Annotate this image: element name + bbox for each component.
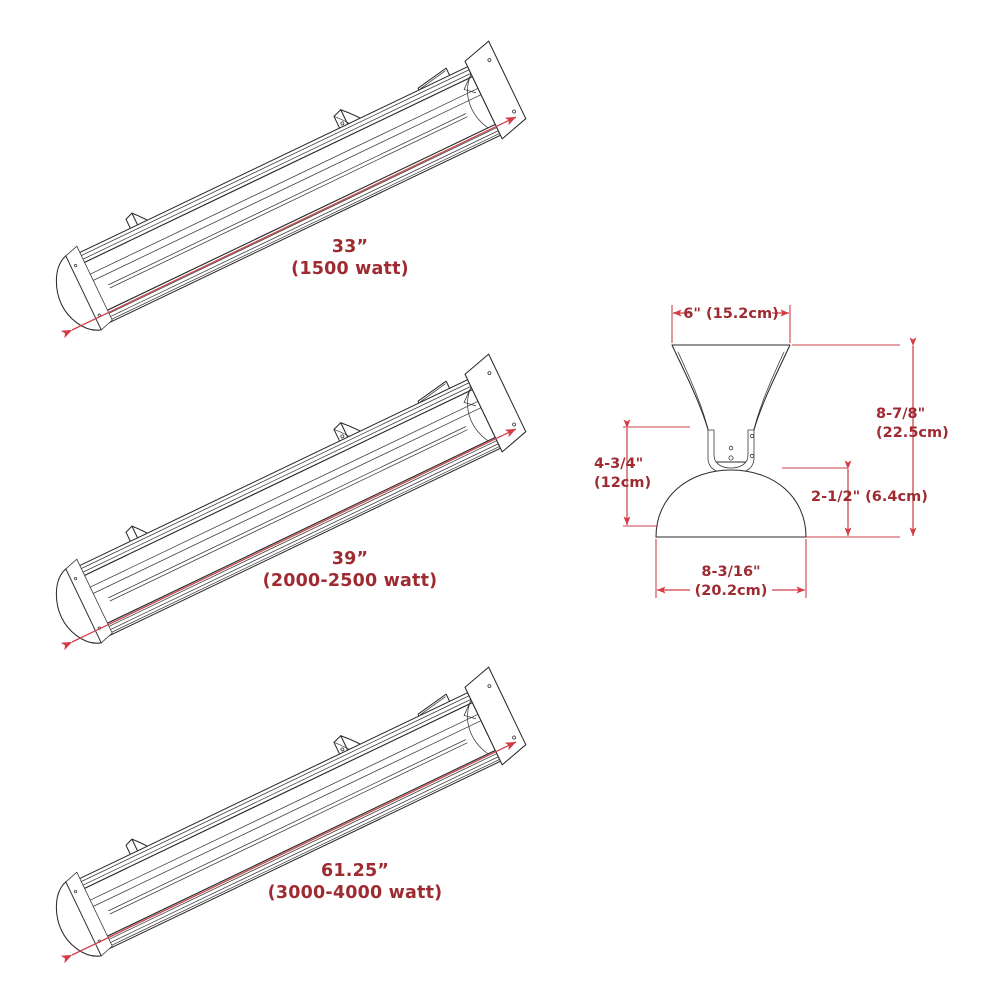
dimension-line-39 — [60, 428, 517, 651]
heater-assembly-33 — [41, 40, 530, 342]
cs-dim-top-width: 6" (15.2cm) — [681, 305, 781, 324]
cs-dim-neck-height: 4-3/4" (12cm) — [594, 455, 680, 493]
cross-section-reflector — [671, 344, 791, 463]
bracket-hole-upper — [728, 445, 734, 451]
cs-dim-base-height: 2-1/2" (6.4cm) — [811, 488, 943, 507]
cs-dim-base-width: 8-3/16" (20.2cm) — [671, 563, 791, 601]
heater-watt-39: (2000-2500 watt) — [262, 571, 438, 592]
heater-watt-6125: (3000-4000 watt) — [267, 883, 443, 904]
dimension-line-6125 — [60, 741, 517, 964]
cs-dim-overall-height-l1: 8-7/8" — [876, 406, 926, 422]
heater-label-6125: 61.25” (3000-4000 watt) — [185, 860, 525, 905]
heater-assembly-39 — [41, 353, 530, 655]
heater-size-33: 33” — [331, 237, 369, 257]
bracket-hole-side-lower — [749, 453, 755, 459]
cs-dim-top-width-text: 6" (15.2cm) — [683, 306, 779, 322]
heater-assembly-6125 — [41, 666, 530, 968]
cs-dim-overall-height: 8-7/8" (22.5cm) — [876, 405, 972, 443]
cs-dim-base-width-l1: 8-3/16" — [701, 564, 761, 580]
heater-size-6125: 61.25” — [320, 861, 390, 881]
cs-dim-neck-height-l2: (12cm) — [594, 474, 652, 491]
cs-dim-neck-height-l1: 4-3/4" — [594, 456, 644, 472]
heater-housing-6125 — [66, 692, 501, 954]
cross-section-view — [623, 305, 917, 598]
cs-dim-overall-height-l2: (22.5cm) — [876, 424, 949, 441]
bracket-hole-side-upper — [749, 433, 755, 439]
heater-housing-39 — [66, 379, 501, 641]
bracket-hole-lower — [728, 455, 734, 461]
cross-section-base — [655, 469, 807, 538]
cross-section-inner-right — [751, 351, 785, 438]
cs-dim-base-height-text: 2-1/2" (6.4cm) — [811, 489, 928, 505]
heater-housing-33 — [66, 66, 501, 328]
heater-size-39: 39” — [331, 549, 369, 569]
heater-label-39: 39” (2000-2500 watt) — [180, 548, 520, 593]
cross-section-inner-left — [677, 351, 711, 438]
cs-dim-base-width-l2: (20.2cm) — [694, 582, 768, 599]
dimension-line-33 — [60, 116, 517, 339]
heater-watt-33: (1500 watt) — [291, 259, 409, 280]
heater-label-33: 33” (1500 watt) — [205, 236, 495, 281]
